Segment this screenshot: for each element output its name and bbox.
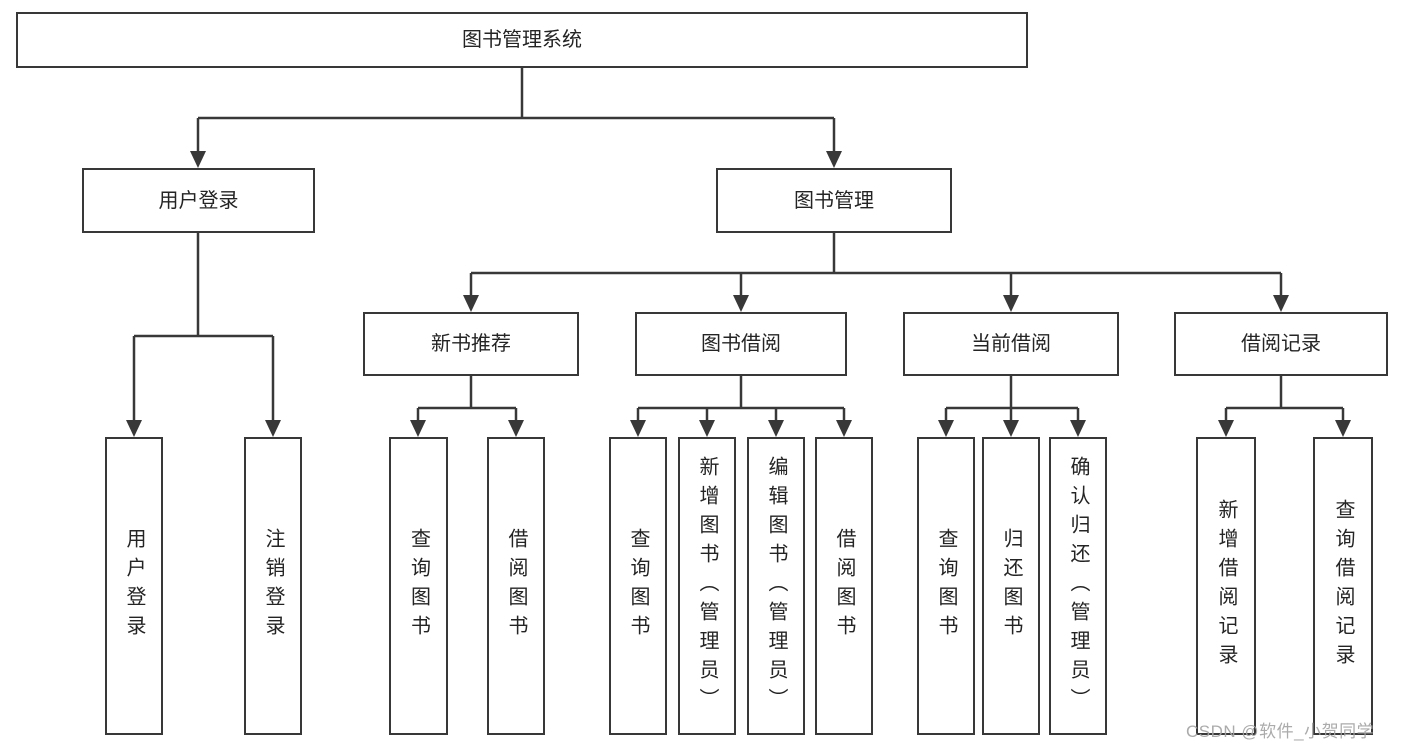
node-leaf-logout: 注销登录 xyxy=(244,437,302,735)
node-book-management: 图书管理 xyxy=(716,168,952,233)
edges-user-login xyxy=(126,233,281,437)
node-user-login: 用户登录 xyxy=(82,168,315,233)
node-leaf-query-books-3: 查询图书 xyxy=(917,437,975,735)
node-current-borrowing: 当前借阅 xyxy=(903,312,1119,376)
edges-borrowing-records xyxy=(1218,376,1351,437)
csdn-watermark: CSDN @软件_小贺同学 xyxy=(1186,722,1375,741)
node-leaf-borrow-books-1: 借阅图书 xyxy=(487,437,545,735)
node-book-borrowing: 图书借阅 xyxy=(635,312,847,376)
node-new-book-recommend: 新书推荐 xyxy=(363,312,579,376)
edges-current-borrowing xyxy=(938,376,1086,437)
node-leaf-confirm-return: 确认归还（管理员） xyxy=(1049,437,1107,735)
node-leaf-edit-books: 编辑图书（管理员） xyxy=(747,437,805,735)
edges-new-book-recommend xyxy=(410,376,524,437)
edges-book-borrowing xyxy=(630,376,852,437)
edges-book-management xyxy=(463,233,1289,312)
node-leaf-query-borrow-record: 查询借阅记录 xyxy=(1313,437,1373,735)
node-leaf-add-borrow-record: 新增借阅记录 xyxy=(1196,437,1256,735)
node-leaf-query-books-1: 查询图书 xyxy=(389,437,448,735)
node-leaf-query-books-2: 查询图书 xyxy=(609,437,667,735)
node-leaf-user-login: 用户登录 xyxy=(105,437,163,735)
node-leaf-return-books: 归还图书 xyxy=(982,437,1040,735)
node-borrowing-records: 借阅记录 xyxy=(1174,312,1388,376)
node-leaf-borrow-books-2: 借阅图书 xyxy=(815,437,873,735)
node-leaf-add-books: 新增图书（管理员） xyxy=(678,437,736,735)
node-root: 图书管理系统 xyxy=(16,12,1028,68)
edges-root xyxy=(190,68,842,168)
